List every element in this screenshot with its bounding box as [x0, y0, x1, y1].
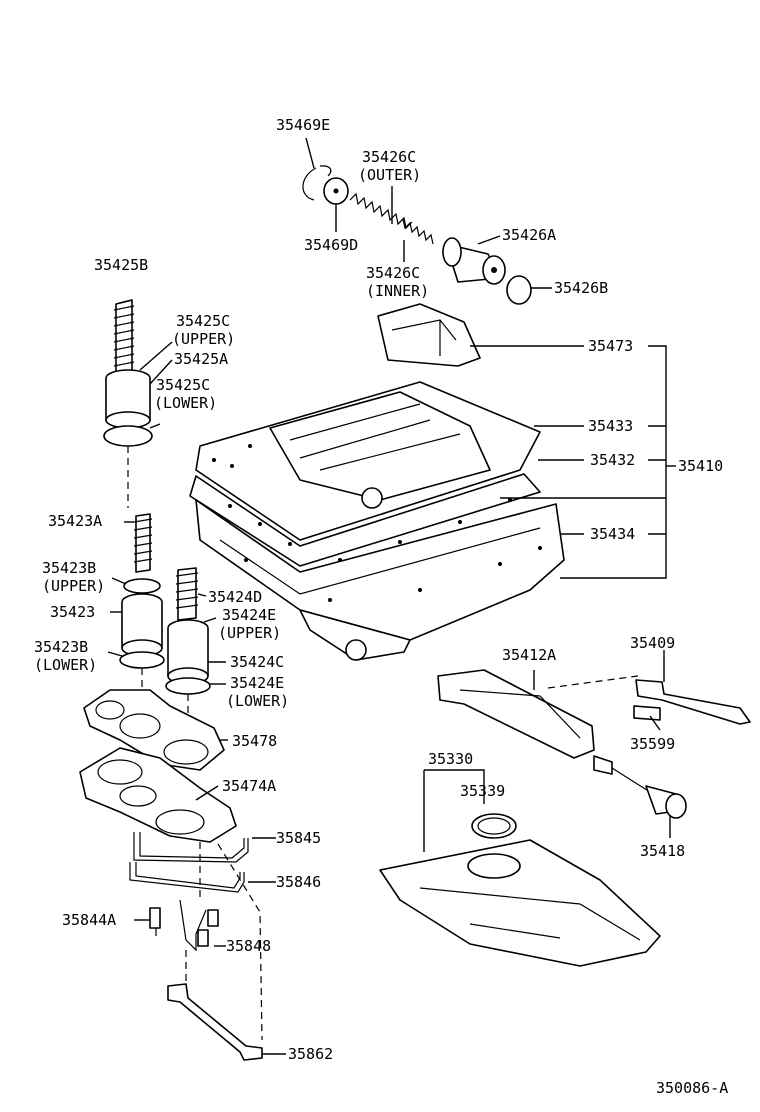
snap-ring-35469E [302, 165, 332, 201]
label-35423A: 35423A [48, 512, 102, 530]
cover-35473 [377, 303, 481, 367]
tube-35848 [179, 899, 219, 952]
diagram-code: 350086-A [656, 1079, 728, 1097]
label-35426C-inner-note: (INNER) [366, 282, 429, 300]
label-35469D: 35469D [304, 236, 358, 254]
label-35423B-upper-note: (UPPER) [42, 577, 105, 595]
label-35433: 35433 [588, 417, 633, 435]
label-35424D: 35424D [208, 588, 262, 606]
bolt-holes [212, 444, 542, 602]
plate-35409 [635, 679, 751, 725]
label-35423: 35423 [50, 603, 95, 621]
piston-35425A [105, 369, 151, 429]
bracket-35862 [167, 983, 263, 1061]
label-35425B: 35425B [94, 256, 148, 274]
label-35844A: 35844A [62, 911, 116, 929]
tube-35846 [129, 862, 245, 893]
label-35434: 35434 [590, 525, 635, 543]
label-35599: 35599 [630, 735, 675, 753]
label-35473: 35473 [588, 337, 633, 355]
label-35339: 35339 [460, 782, 505, 800]
label-35425C-lower-note: (LOWER) [154, 394, 217, 412]
label-35424E-upper: 35424E [222, 606, 276, 624]
spring-35424D [175, 567, 199, 621]
label-35426C-inner: 35426C [366, 264, 420, 282]
label-35423B-lower: 35423B [34, 638, 88, 656]
label-35469E: 35469E [276, 116, 330, 134]
o-ring-35423B-upper [123, 578, 161, 594]
label-35474A: 35474A [222, 777, 276, 795]
label-35423B-upper: 35423B [42, 559, 96, 577]
label-35425C-lower: 35425C [156, 376, 210, 394]
valve-body-upper-35433 [195, 381, 541, 541]
label-35412A: 35412A [502, 646, 556, 664]
plate-35474A [79, 747, 237, 843]
plate-35599 [633, 705, 661, 721]
label-35848: 35848 [226, 937, 271, 955]
cover-35412A [437, 669, 595, 759]
retainer-35469D [323, 177, 349, 205]
spring-35426C-inner [397, 217, 434, 245]
label-35426C-outer: 35426C [362, 148, 416, 166]
label-35424E-upper-note: (UPPER) [218, 624, 281, 642]
label-35432: 35432 [590, 451, 635, 469]
label-35330: 35330 [428, 750, 473, 768]
o-ring-35426B [506, 275, 532, 305]
oil-strainer-35330 [379, 839, 661, 967]
label-35424E-lower: 35424E [230, 674, 284, 692]
tube-35844A [149, 907, 161, 936]
label-35426C-outer-note: (OUTER) [358, 166, 421, 184]
spring-35423A [133, 513, 153, 573]
tube-35845 [133, 832, 249, 863]
label-35418: 35418 [640, 842, 685, 860]
spring-35425B [113, 299, 135, 377]
label-35845: 35845 [276, 829, 321, 847]
label-35846: 35846 [276, 873, 321, 891]
cable-35418 [593, 755, 687, 819]
piston-35423 [121, 593, 163, 657]
label-35425A: 35425A [174, 350, 228, 368]
gasket-35478 [83, 689, 225, 771]
label-35426A: 35426A [502, 226, 556, 244]
gasket-35339 [471, 813, 517, 839]
plate-35432 [189, 473, 541, 567]
valve-body-lower-35434 [195, 499, 565, 661]
label-35410: 35410 [678, 457, 723, 475]
label-35423B-lower-note: (LOWER) [34, 656, 97, 674]
label-35424E-lower-note: (LOWER) [226, 692, 289, 710]
label-35478: 35478 [232, 732, 277, 750]
label-35409: 35409 [630, 634, 675, 652]
label-35424C: 35424C [230, 653, 284, 671]
label-35425C-upper-note: (UPPER) [172, 330, 235, 348]
label-35426B: 35426B [554, 279, 608, 297]
label-35862: 35862 [288, 1045, 333, 1063]
plunger-35426A [442, 237, 506, 285]
label-35425C-upper: 35425C [176, 312, 230, 330]
